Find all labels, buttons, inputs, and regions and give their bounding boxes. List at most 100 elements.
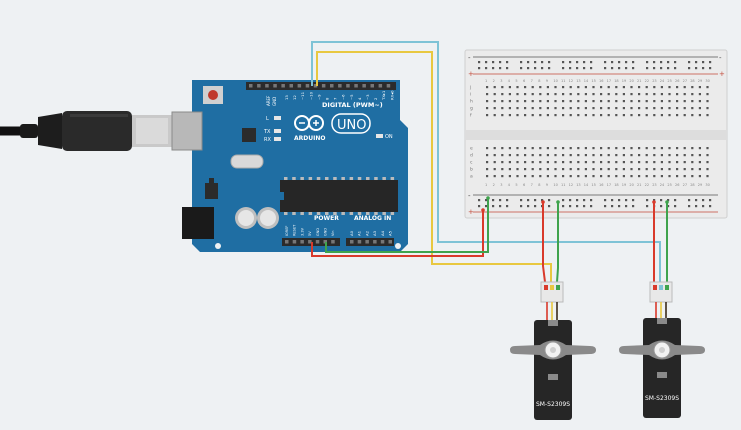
breadboard-hole[interactable] [592, 161, 595, 164]
rail-hole[interactable] [618, 67, 621, 70]
breadboard-hole[interactable] [554, 154, 557, 157]
rail-hole[interactable] [583, 67, 586, 70]
breadboard-hole[interactable] [691, 86, 694, 89]
breadboard-hole[interactable] [584, 100, 587, 103]
breadboard-hole[interactable] [683, 86, 686, 89]
breadboard-hole[interactable] [524, 168, 527, 171]
rail-hole[interactable] [562, 67, 565, 70]
breadboard-hole[interactable] [683, 93, 686, 96]
breadboard-hole[interactable] [584, 93, 587, 96]
breadboard-hole[interactable] [577, 114, 580, 117]
rail-hole[interactable] [506, 199, 509, 202]
breadboard-hole[interactable] [698, 93, 701, 96]
breadboard-hole[interactable] [577, 168, 580, 171]
rail-hole[interactable] [534, 199, 537, 202]
power-hole[interactable] [300, 240, 304, 244]
breadboard-hole[interactable] [645, 161, 648, 164]
breadboard-hole[interactable] [600, 114, 603, 117]
breadboard-hole[interactable] [600, 147, 603, 150]
rail-hole[interactable] [667, 67, 670, 70]
breadboard-hole[interactable] [562, 168, 565, 171]
breadboard-hole[interactable] [546, 168, 549, 171]
breadboard-hole[interactable] [683, 175, 686, 178]
breadboard-hole[interactable] [615, 147, 618, 150]
breadboard-hole[interactable] [691, 114, 694, 117]
breadboard-hole[interactable] [668, 114, 671, 117]
breadboard-hole[interactable] [592, 168, 595, 171]
breadboard-hole[interactable] [698, 154, 701, 157]
breadboard-hole[interactable] [607, 161, 610, 164]
breadboard-hole[interactable] [607, 100, 610, 103]
breadboard-hole[interactable] [546, 147, 549, 150]
breadboard-hole[interactable] [653, 114, 656, 117]
breadboard-hole[interactable] [554, 107, 557, 110]
breadboard-hole[interactable] [660, 86, 663, 89]
breadboard-hole[interactable] [508, 93, 511, 96]
breadboard-hole[interactable] [600, 93, 603, 96]
rail-hole[interactable] [506, 205, 509, 208]
breadboard-hole[interactable] [577, 161, 580, 164]
breadboard-hole[interactable] [676, 147, 679, 150]
breadboard-hole[interactable] [592, 154, 595, 157]
breadboard-hole[interactable] [524, 86, 527, 89]
rail-hole[interactable] [541, 61, 544, 64]
breadboard-hole[interactable] [676, 175, 679, 178]
breadboard-hole[interactable] [501, 107, 504, 110]
rail-hole[interactable] [534, 67, 537, 70]
breadboard-hole[interactable] [645, 114, 648, 117]
analog-hole[interactable] [365, 240, 369, 244]
breadboard-hole[interactable] [607, 175, 610, 178]
rail-hole[interactable] [667, 199, 670, 202]
breadboard-hole[interactable] [592, 93, 595, 96]
breadboard-hole[interactable] [577, 175, 580, 178]
breadboard-hole[interactable] [562, 175, 565, 178]
breadboard-hole[interactable] [622, 107, 625, 110]
rail-hole[interactable] [709, 67, 712, 70]
rail-hole[interactable] [702, 205, 705, 208]
rail-hole[interactable] [541, 67, 544, 70]
rail-hole[interactable] [702, 67, 705, 70]
breadboard-hole[interactable] [554, 168, 557, 171]
breadboard-hole[interactable] [539, 161, 542, 164]
breadboard-hole[interactable] [562, 93, 565, 96]
rail-hole[interactable] [618, 61, 621, 64]
breadboard-hole[interactable] [698, 86, 701, 89]
rail-hole[interactable] [520, 67, 523, 70]
breadboard-hole[interactable] [706, 175, 709, 178]
breadboard-hole[interactable] [508, 114, 511, 117]
breadboard-hole[interactable] [607, 168, 610, 171]
header-hole[interactable] [281, 84, 285, 88]
rail-hole[interactable] [590, 205, 593, 208]
breadboard-hole[interactable] [691, 175, 694, 178]
rail-hole[interactable] [604, 67, 607, 70]
rail-hole[interactable] [548, 199, 551, 202]
wire-red-servo1[interactable] [542, 202, 546, 283]
breadboard-hole[interactable] [622, 114, 625, 117]
breadboard-hole[interactable] [501, 175, 504, 178]
breadboard-hole[interactable] [501, 86, 504, 89]
analog-hole[interactable] [373, 240, 377, 244]
breadboard-hole[interactable] [554, 147, 557, 150]
breadboard-hole[interactable] [546, 93, 549, 96]
breadboard-hole[interactable] [615, 107, 618, 110]
breadboard-hole[interactable] [577, 93, 580, 96]
rail-hole[interactable] [695, 67, 698, 70]
rail-hole[interactable] [604, 199, 607, 202]
breadboard-hole[interactable] [630, 168, 633, 171]
breadboard-hole[interactable] [630, 86, 633, 89]
breadboard-hole[interactable] [531, 93, 534, 96]
breadboard-hole[interactable] [630, 161, 633, 164]
rail-hole[interactable] [569, 205, 572, 208]
header-hole[interactable] [297, 84, 302, 88]
wire-yellow[interactable] [316, 51, 552, 282]
breadboard-hole[interactable] [539, 168, 542, 171]
breadboard-hole[interactable] [531, 175, 534, 178]
rail-hole[interactable] [583, 61, 586, 64]
breadboard-hole[interactable] [592, 86, 595, 89]
rail-hole[interactable] [506, 61, 509, 64]
breadboard-hole[interactable] [516, 93, 519, 96]
breadboard-hole[interactable] [630, 175, 633, 178]
breadboard-hole[interactable] [615, 154, 618, 157]
breadboard-hole[interactable] [569, 154, 572, 157]
breadboard-hole[interactable] [706, 100, 709, 103]
